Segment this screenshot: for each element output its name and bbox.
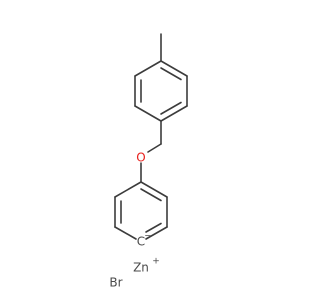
ring1-double-bond (160, 101, 182, 115)
ch2-oxygen-bond (147, 143, 162, 153)
bromine-atom-label: Br (109, 276, 122, 290)
ring2-bond (145, 226, 168, 240)
ring1-bond (160, 60, 188, 77)
top-benzene-ring (134, 60, 188, 122)
ring1-bond (134, 105, 162, 122)
carbanion-charge: − (144, 232, 152, 242)
oxygen-atom-label: O (136, 151, 145, 165)
ring2-double-bond (140, 188, 162, 202)
ring2-bond (140, 181, 168, 198)
ring2-double-bond (145, 222, 162, 233)
molecule-diagram: O C − Zn + Br (109, 33, 188, 290)
ring1-bond (160, 105, 188, 122)
ring2-bond (114, 181, 142, 198)
bottom-benzene-ring (114, 181, 168, 240)
zinc-atom-label: Zn (133, 261, 149, 275)
zinc-charge: + (152, 257, 160, 267)
ring1-bond (134, 60, 162, 77)
structure-canvas: O C − Zn + Br (109, 33, 188, 290)
ring2-bond (114, 226, 137, 240)
carbanion-atom-label: C (137, 235, 145, 249)
ring1-double-bond (160, 67, 182, 81)
